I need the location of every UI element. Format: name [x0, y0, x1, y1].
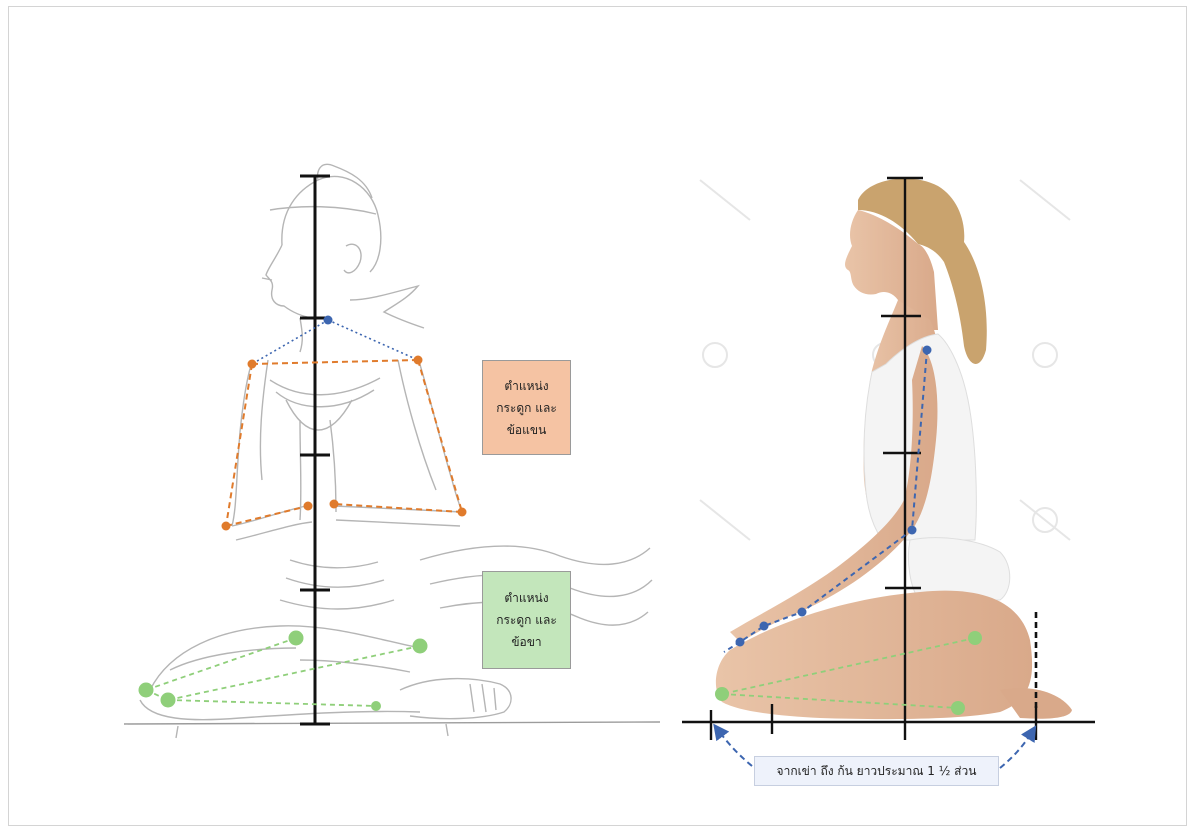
leg-joints-label: ตำแหน่ง กระดูก และ ข้อขา: [482, 571, 571, 669]
arm-joints-label: ตำแหน่ง กระดูก และ ข้อแขน: [482, 360, 571, 455]
left-neck-guides: [252, 320, 418, 364]
left-height-ruler: [300, 176, 330, 724]
left-neck-joint: [324, 316, 333, 325]
knee-to-hip-caption: จากเข่า ถึง ก้น ยาวประมาณ 1 ½ ส่วน: [754, 756, 999, 786]
photo-model: [716, 178, 1072, 719]
left-arm-guides: [226, 360, 462, 526]
left-arm-joints: [222, 356, 467, 531]
